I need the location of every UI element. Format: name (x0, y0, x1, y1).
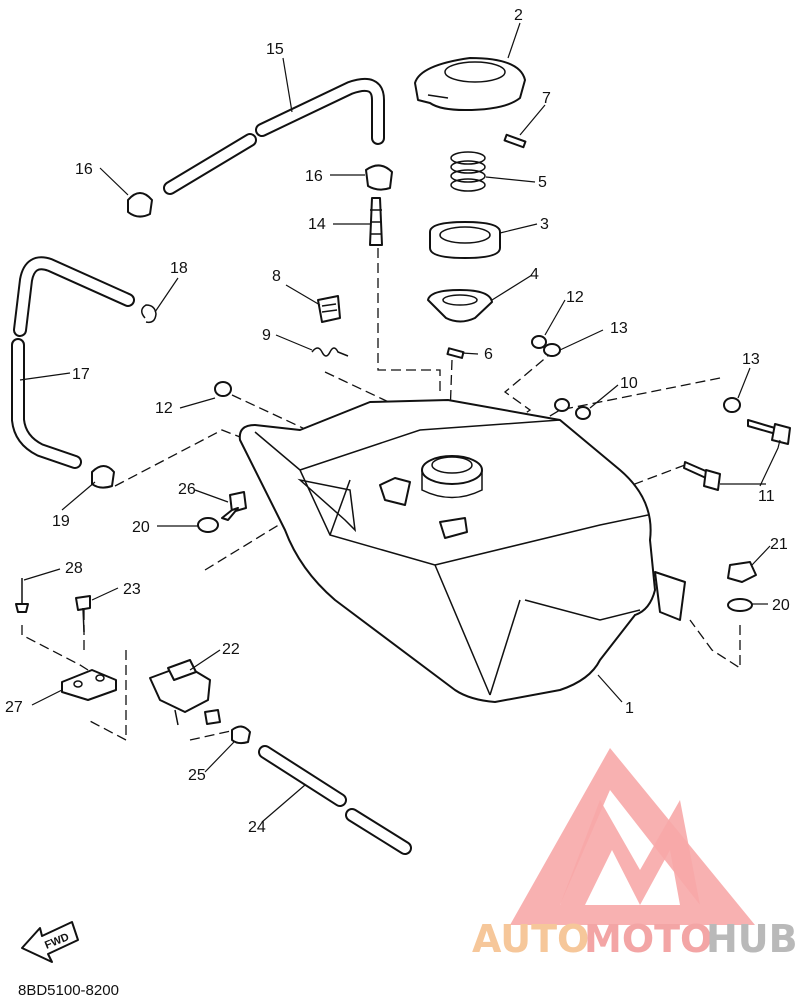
washer-20-right[interactable] (727, 598, 753, 612)
callout-24: 24 (248, 819, 266, 836)
callout-28: 28 (65, 560, 83, 577)
watermark-m-icon (560, 800, 700, 905)
overflow-hose[interactable] (11, 256, 135, 469)
vent-pipe[interactable] (369, 197, 383, 246)
cap-spring[interactable] (450, 151, 486, 192)
callout-18: 18 (170, 260, 188, 277)
bolt-26[interactable] (221, 491, 247, 521)
bracket-27[interactable] (61, 669, 117, 701)
watermark-moto: MOTO (584, 917, 712, 961)
callout-19: 19 (52, 513, 70, 530)
callout-13-far: 13 (742, 351, 760, 368)
callout-23: 23 (123, 581, 141, 598)
damper-12-right[interactable] (531, 335, 547, 349)
callout-11: 11 (758, 488, 775, 505)
cap-damper-8[interactable] (317, 295, 341, 323)
screw-23[interactable] (75, 595, 91, 633)
callout-10: 10 (620, 375, 638, 392)
callout-17: 17 (72, 366, 90, 383)
callout-16-left: 16 (75, 161, 93, 178)
callout-8: 8 (272, 268, 281, 285)
callout-2: 2 (514, 7, 523, 24)
hose-clip-upper[interactable] (365, 164, 393, 191)
callout-20-right: 20 (772, 597, 790, 614)
rivet-28[interactable] (15, 578, 29, 613)
damper-pair-10[interactable] (554, 398, 591, 420)
callout-1: 1 (625, 700, 634, 717)
callout-5: 5 (538, 174, 547, 191)
callout-13-right: 13 (610, 320, 628, 337)
cap-gasket[interactable] (427, 289, 493, 323)
callout-22: 22 (222, 641, 240, 658)
washer-13-right[interactable] (723, 397, 741, 413)
callout-20-left: 20 (132, 519, 150, 536)
fwd-arrow-icon: FWD (21, 921, 79, 963)
callout-7: 7 (542, 90, 551, 107)
callout-4: 4 (530, 266, 539, 283)
nut-21[interactable] (727, 561, 757, 583)
watermark-hub: HUB (706, 917, 798, 961)
hose-clip-left[interactable] (127, 192, 153, 218)
fuel-cock-22[interactable] (149, 659, 221, 726)
watermark-logo: AUTO MOTO HUB (472, 748, 798, 961)
fuel-hose[interactable] (258, 745, 412, 855)
callout-26: 26 (178, 481, 196, 498)
cap-small-pin[interactable] (503, 133, 527, 149)
watermark-triangle-icon (510, 748, 755, 925)
callout-6: 6 (484, 346, 493, 363)
callout-12-right: 12 (566, 289, 584, 306)
callout-9: 9 (262, 327, 271, 344)
washer-13-left[interactable] (543, 343, 561, 357)
fuel-cap[interactable] (414, 57, 526, 111)
callout-14: 14 (308, 216, 326, 233)
bolt-11-upper[interactable] (747, 419, 791, 445)
watermark-auto: AUTO (472, 917, 589, 961)
bolt-11-lower[interactable] (683, 461, 721, 491)
callout-21: 21 (770, 536, 788, 553)
leader-lines (19, 22, 781, 823)
clip-18[interactable] (141, 304, 157, 324)
washer-20-left[interactable] (197, 517, 219, 533)
clip-25[interactable] (231, 725, 251, 745)
callout-3: 3 (540, 216, 549, 233)
hose-clip-19[interactable] (91, 465, 115, 489)
callout-12-left: 12 (155, 400, 173, 417)
callout-16-upper: 16 (305, 168, 323, 185)
callout-27: 27 (5, 699, 23, 716)
breather-hose[interactable] (163, 78, 385, 195)
fuel-tank[interactable] (238, 399, 686, 703)
cap-pin[interactable] (446, 347, 465, 359)
spring-9[interactable] (311, 347, 349, 357)
callout-25: 25 (188, 767, 206, 784)
damper-12-left[interactable] (214, 381, 232, 397)
callout-15: 15 (266, 41, 284, 58)
callout-labels: 2 7 5 3 4 6 15 16 16 14 18 8 9 12 13 13 … (5, 7, 790, 836)
diagram-code: 8BD5100-8200 (18, 982, 119, 999)
cap-seal[interactable] (429, 221, 501, 259)
